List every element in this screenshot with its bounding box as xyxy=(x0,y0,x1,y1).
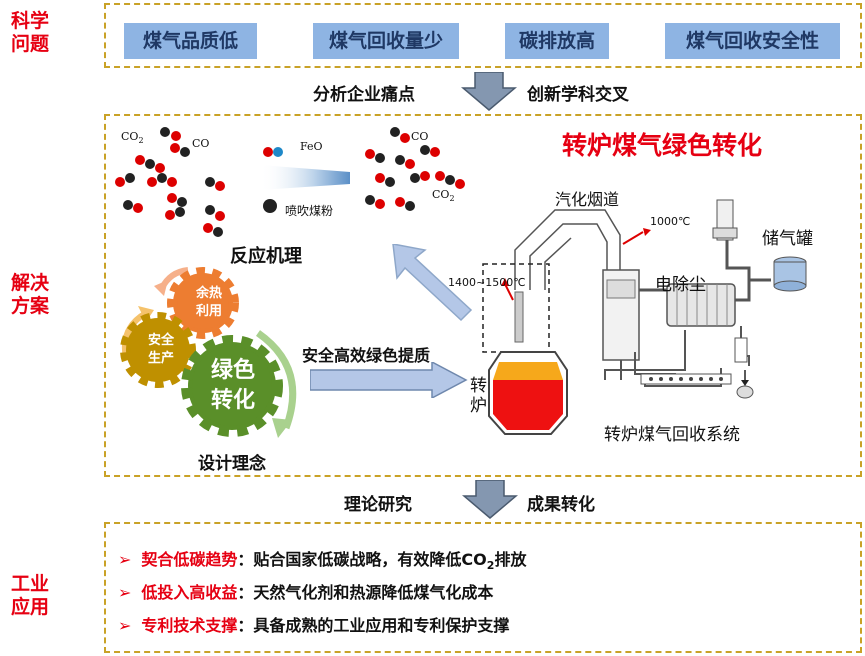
transition2-left: 理论研究 xyxy=(344,495,412,515)
converter-label: 转 炉 xyxy=(470,376,487,416)
design-gears xyxy=(120,267,297,438)
gear-waste-heat xyxy=(167,267,239,339)
solution-panel xyxy=(104,114,862,477)
right-arrow xyxy=(310,362,468,398)
reaction-molecules xyxy=(115,127,465,237)
gear-label-safety: 安全 生产 xyxy=(147,333,174,366)
gear-label-waste-heat: 余热 利用 xyxy=(195,286,222,319)
reaction-label: 反应机理 xyxy=(230,246,302,267)
application-row-2: ➢低投入高收益：天然气化剂和热源降低煤气化成本 xyxy=(118,583,494,602)
issue-1: 煤气品质低 xyxy=(124,23,257,59)
down-arrow-1 xyxy=(461,72,517,111)
diagonal-arrow xyxy=(392,244,473,322)
dust-label: 电除尘 xyxy=(655,275,706,295)
issues-panel: 煤气品质低 煤气回收量少 碳排放高 煤气回收安全性 xyxy=(104,3,862,68)
solution-title: 转炉煤气绿色转化 xyxy=(562,131,763,160)
application-row-1: ➢契合低碳趋势：贴合国家低碳战略，有效降低CO2排放 xyxy=(118,550,527,573)
label-spray: 喷吹煤粉 xyxy=(285,204,334,218)
transition2-right: 成果转化 xyxy=(527,495,595,515)
gear-label-green: 绿色 转化 xyxy=(210,358,255,413)
transition1-right: 创新学科交叉 xyxy=(527,85,629,105)
label-co2-left: CO2 xyxy=(121,130,144,146)
issue-2: 煤气回收量少 xyxy=(313,23,459,59)
down-arrow-2 xyxy=(462,480,518,519)
issue-4: 煤气回收安全性 xyxy=(665,23,840,59)
temp-high-label: 1000℃ xyxy=(650,215,691,228)
molecule-cluster-right xyxy=(365,127,465,211)
molecule-cluster-left xyxy=(115,127,225,237)
bullet-arrow-icon: ➢ xyxy=(118,616,132,635)
side-label-application: 工业 应用 xyxy=(10,573,49,618)
flue-label: 汽化烟道 xyxy=(555,190,620,209)
arrow-label: 安全高效绿色提质 xyxy=(302,346,431,365)
bullet-arrow-icon: ➢ xyxy=(118,583,132,602)
side-label-solution: 解决 方案 xyxy=(10,272,49,317)
gear-safety xyxy=(120,312,196,388)
system-caption: 转炉煤气回收系统 xyxy=(604,425,740,445)
label-feo: FeO xyxy=(300,140,323,153)
gear-green xyxy=(181,335,283,437)
tank-label: 储气罐 xyxy=(762,229,813,249)
flue-duct xyxy=(514,209,621,290)
bullet-arrow-icon: ➢ xyxy=(118,550,132,569)
applications-panel xyxy=(104,522,862,653)
label-co-right: CO xyxy=(411,130,429,143)
side-label-science: 科学 问题 xyxy=(10,10,49,55)
application-row-3: ➢专利技术支撑：具备成熟的工业应用和专利保护支撑 xyxy=(118,616,510,635)
label-co-left: CO xyxy=(192,137,210,150)
transition1-left: 分析企业痛点 xyxy=(313,85,415,105)
design-concept-label: 设计理念 xyxy=(198,454,266,474)
issue-3: 碳排放高 xyxy=(505,23,609,59)
label-co2-right: CO2 xyxy=(432,188,455,204)
recovery-system xyxy=(482,199,807,435)
temp-low-label: 1400~1500℃ xyxy=(448,276,526,289)
feo-spray xyxy=(260,147,350,213)
